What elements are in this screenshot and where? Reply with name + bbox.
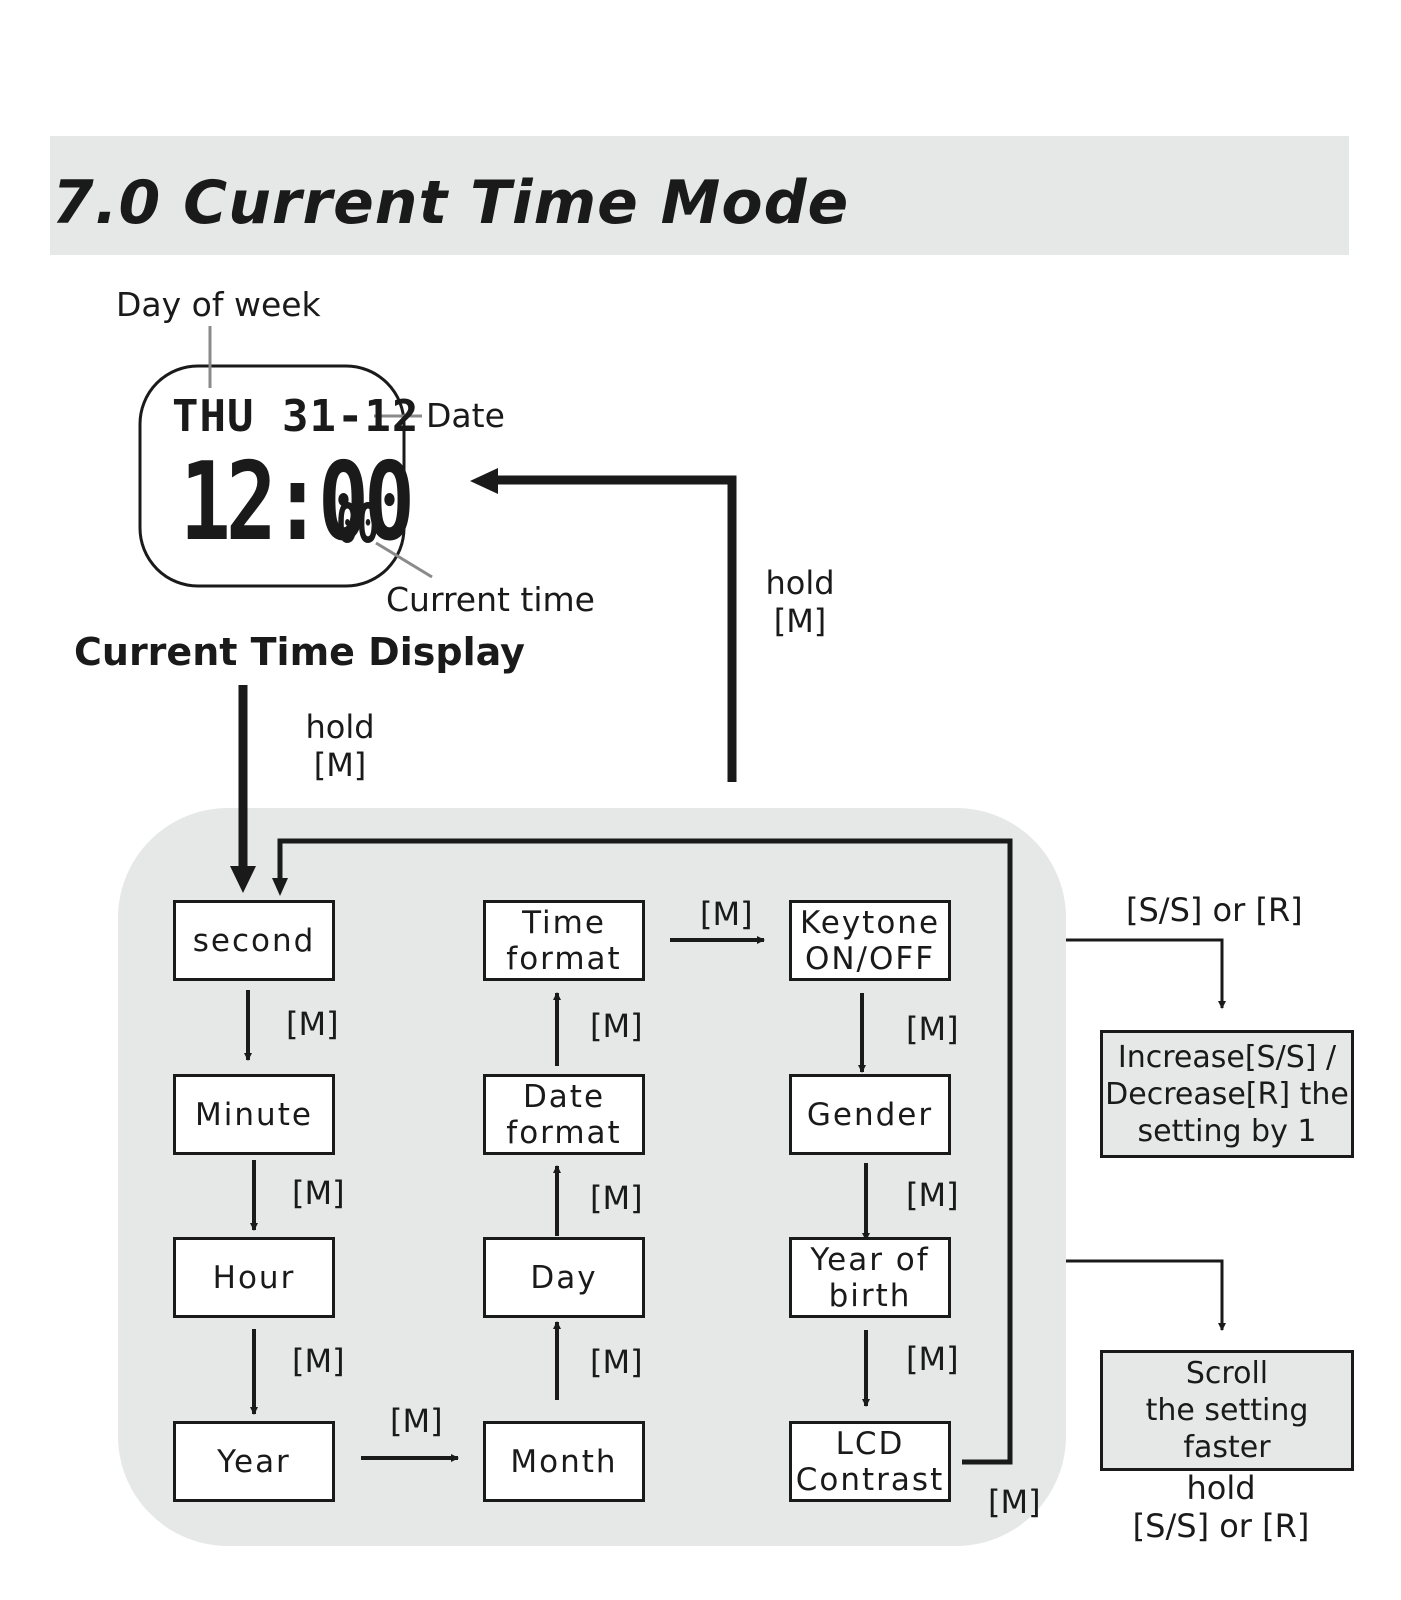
lcd-time: 12:00 [180,440,415,565]
settings-panel [118,808,1066,1546]
fast-arrow [1066,1259,1226,1331]
step-label: [M] [286,1005,339,1043]
step-label: [M] [390,1402,443,1440]
loop-back-arrow [277,838,1013,1465]
enter-label: hold [M] [305,708,375,784]
step-label: [M] [292,1174,345,1212]
loop-back-arrowhead [272,878,288,896]
step-label: [M] [292,1342,345,1380]
scroll-faster-box: Scroll the setting faster [1100,1350,1354,1471]
setting-second: second [173,900,335,981]
adjust-arrow [1066,938,1226,1009]
setting-gender: Gender [789,1074,951,1155]
setting-year-of-birth: Year of birth [789,1237,951,1318]
step-label: [M] [906,1176,959,1214]
leader-current-time [375,541,433,579]
enter-arrowhead [230,866,256,893]
step-label: [M] [590,1343,643,1381]
current-time-label: Current time [386,580,595,619]
step-label: [M] [988,1483,1041,1521]
header-band [50,136,1349,255]
date-label: Date [426,396,505,435]
setting-date-format: Date format [483,1074,645,1155]
exit-arrowhead [470,468,498,494]
setting-lcd-contrast: LCD Contrast [789,1421,951,1502]
setting-day: Day [483,1237,645,1318]
day-of-week-label: Day of week [116,285,321,324]
step-label: [M] [906,1340,959,1378]
setting-hour: Hour [173,1237,335,1318]
lcd-day-date: THU 31-12 [172,391,420,442]
step-label: [M] [590,1179,643,1217]
page-title: 7.0 Current Time Mode [52,168,850,238]
step-label: [M] [700,895,753,933]
watch-lcd-outline [138,364,406,588]
setting-year: Year [173,1421,335,1502]
exit-arrow [494,475,737,782]
lcd-seconds: 00 [336,492,379,555]
step-label: [M] [590,1007,643,1045]
fast-label: hold [S/S] or [R] [1132,1469,1310,1545]
setting-time-format: Time format [483,900,645,981]
section-title: Current Time Display [74,630,525,674]
setting-keytone: Keytone ON/OFF [789,900,951,981]
setting-minute: Minute [173,1074,335,1155]
step-label: [M] [906,1010,959,1048]
increase-decrease-box: Increase[S/S] / Decrease[R] the setting … [1100,1030,1354,1158]
setting-month: Month [483,1421,645,1502]
adjust-label: [S/S] or [R] [1126,891,1303,929]
exit-label: hold [M] [765,564,835,640]
